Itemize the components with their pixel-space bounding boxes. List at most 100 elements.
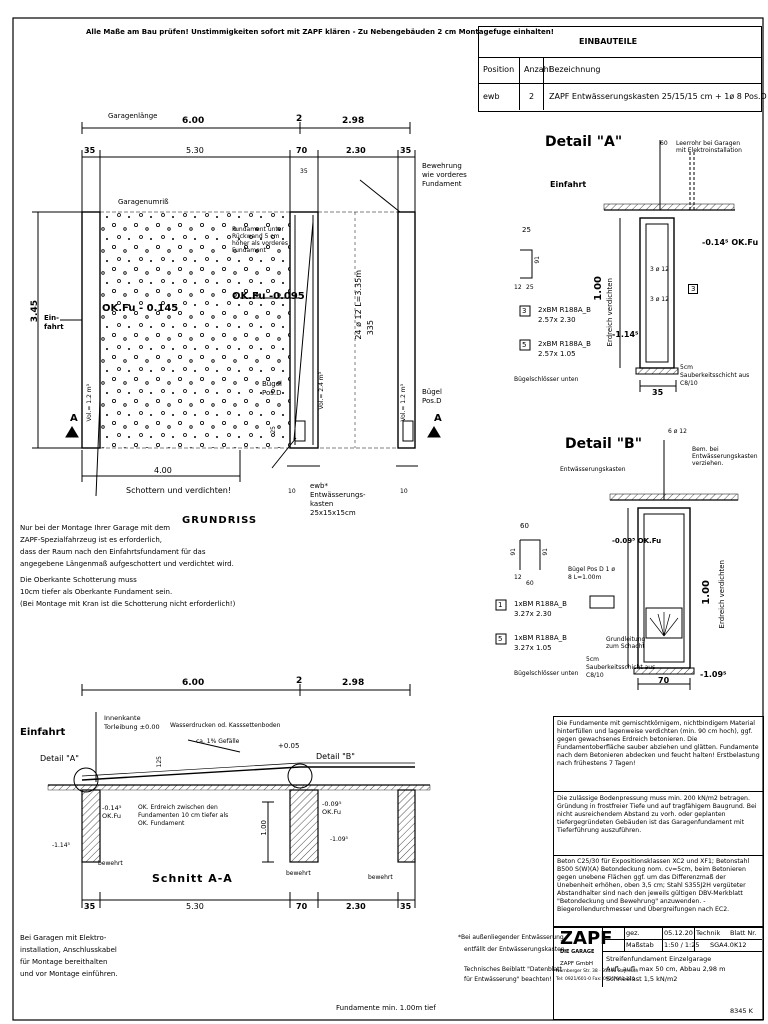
detail-b-shape-91b: 91 bbox=[542, 548, 549, 556]
ewb-footnote-line: *Bei außenliegender Entwässerung bbox=[458, 934, 564, 941]
plan-garagenumriss: Garagenumriß bbox=[118, 198, 169, 206]
detail-b-title: Detail "B" bbox=[565, 436, 642, 452]
ewb-footnote-line: Technisches Beiblatt "Datenblatt bbox=[464, 966, 562, 973]
notes-box: Die Fundamente mit gemischtkörnigem, nic… bbox=[553, 716, 764, 928]
section-note-line: für Montage bereithalten bbox=[20, 958, 108, 966]
plan-note-line: 10cm tiefer als Oberkante Fundament sein… bbox=[20, 588, 173, 596]
plan-dim-10a: 10 bbox=[288, 488, 296, 495]
parts-header-bezeichnung: Bezeichnung bbox=[549, 65, 601, 74]
detail-a-dim-114: -1.14⁵ bbox=[612, 330, 639, 339]
plan-buegel-left: Bügel Pos.D bbox=[262, 380, 282, 397]
plan-vol-left: Vol.= 1.2 m³ bbox=[86, 384, 93, 422]
tb-code: 8345 K bbox=[730, 1007, 753, 1015]
plan-note-line: ZAPF-Spezialfahrzeug ist es erforderlich… bbox=[20, 536, 163, 544]
plan-schottern: Schottern und verdichten! bbox=[126, 486, 232, 495]
title-block: gez. 05.12.20 Technik Blatt Nr. Maßstab … bbox=[553, 926, 764, 1020]
plan-title: GRUNDRISS bbox=[182, 515, 258, 526]
plan-vol-mid: Vol.= 2.4 m³ bbox=[318, 372, 325, 410]
plan-buegel-right: Bügel Pos.D bbox=[422, 388, 442, 405]
parts-table-title: EINBAUTEILE bbox=[579, 37, 638, 46]
detail-a-dim-35: 35 bbox=[652, 388, 664, 397]
tb-blatt-nr: SGA4.0K12 bbox=[710, 941, 747, 949]
plan-garagenlaenge: Garagenlänge bbox=[108, 112, 158, 120]
detail-a-einfahrt: Einfahrt bbox=[550, 180, 587, 189]
plan-einfahrt: Ein-fahrt bbox=[44, 314, 64, 331]
section-dim-125: 125 bbox=[156, 756, 163, 768]
plan-note-line: (Bei Montage mit Kran ist die Schotterun… bbox=[20, 600, 236, 608]
plan-bewehrung-note: Bewehrung wie vorderes Fundament bbox=[422, 162, 467, 188]
section-note-line: Bei Garagen mit Elektro- bbox=[20, 934, 107, 942]
section-okfu-left: -0.14⁵ OK.Fu bbox=[102, 804, 122, 820]
detail-b-pos1: 1 bbox=[498, 601, 503, 609]
detail-b-grund: Grundleitung zum Schacht bbox=[606, 636, 646, 650]
plan-dim-2: 2 bbox=[296, 114, 303, 124]
parts-cell-position: ewb bbox=[483, 92, 500, 101]
parts-cell-bezeichnung: ZAPF Entwässerungskasten 25/15/15 cm + 1… bbox=[549, 92, 767, 101]
parts-header-anzahl: Anzahl bbox=[524, 65, 551, 74]
plan-dim-70: 70 bbox=[296, 146, 308, 155]
tb-desc2: Aufl. aufl. max 50 cm, Abbau 2,98 m bbox=[606, 965, 726, 973]
detail-b-dim-100: 1.00 bbox=[701, 580, 712, 605]
section-bewehrt-2: bewehrt bbox=[286, 870, 311, 877]
tb-blatt-label: Blatt Nr. bbox=[730, 929, 757, 937]
detail-b-item1-l1: 1xBM R188A_B bbox=[514, 600, 567, 608]
section-title: Schnitt A-A bbox=[152, 872, 233, 885]
header-note: Alle Maße am Bau prüfen! Unstimmigkeiten… bbox=[86, 28, 554, 36]
ewb-footnote-line: für Entwässerung" beachten! bbox=[464, 976, 552, 983]
detail-a-pos-marker: 3 bbox=[688, 284, 699, 294]
tb-company: ZAPF GmbH bbox=[560, 961, 594, 967]
detail-b-shape-12: 12 bbox=[514, 574, 522, 581]
detail-b-entw: Entwässerungskasten bbox=[560, 466, 626, 473]
plan-vol-right: Vol.= 1.2 m³ bbox=[400, 384, 407, 422]
plan-ewb-note: ewb* Entwässerungs-kasten 25x15x15cm bbox=[310, 482, 366, 517]
section-bewehrt-3: bewehrt bbox=[368, 874, 393, 881]
section-dim-298: 2.98 bbox=[342, 678, 365, 688]
zapf-logo: ZAPF bbox=[560, 928, 613, 949]
section-dim-35-right: 35 bbox=[400, 902, 412, 911]
section-detail-b: Detail "B" bbox=[316, 752, 355, 761]
tb-gez-date: 05.12.20 bbox=[664, 929, 693, 937]
detail-a-dim-60: 60 bbox=[660, 140, 668, 147]
detail-a-sauberkeit: 5cm Sauberkeitsschicht aus C8/10 bbox=[680, 364, 750, 387]
section-dim-35-left: 35 bbox=[84, 902, 96, 911]
detail-a-pos5: 5 bbox=[522, 341, 527, 349]
section-dim-005: +0.05 bbox=[278, 742, 300, 750]
notes-block-3: Beton C25/30 für Expositionsklassen XC2 … bbox=[557, 858, 750, 913]
tb-desc3: Schneelast 1,5 kN/m2 bbox=[606, 975, 678, 983]
detail-a-shape-25: 25 bbox=[522, 226, 531, 234]
plan-dim-25a: 25 bbox=[270, 426, 277, 434]
tb-massstab-label: Maßstab bbox=[626, 941, 654, 949]
detail-b-shape-60b: 60 bbox=[526, 580, 534, 587]
detail-a-title: Detail "A" bbox=[545, 134, 623, 150]
detail-b-buegel-pos: Bügel Pos D 1 ø 8 L=1.00m bbox=[568, 566, 616, 581]
notes-block-2: Die zulässige Bodenpressung muss min. 20… bbox=[557, 795, 757, 834]
plan-dim-298: 2.98 bbox=[342, 116, 365, 126]
section-dim-230: 2.30 bbox=[346, 902, 366, 911]
plan-rebar-label: 24 ø 12 L=3.35m bbox=[354, 270, 363, 340]
detail-b-rebar-6x12: 6 ø 12 bbox=[668, 428, 687, 435]
detail-a-item5-l2: 2.57x 1.05 bbox=[538, 350, 576, 358]
detail-a-item3-l2: 2.57x 2.30 bbox=[538, 316, 576, 324]
detail-b-dim-109: -1.09⁵ bbox=[700, 670, 727, 679]
plan-dim-400: 4.00 bbox=[154, 466, 172, 475]
plan-note-line: angegebene Längenmaß aufgeschottert und … bbox=[20, 560, 234, 568]
section-bewehrt-1: bewehrt bbox=[98, 860, 123, 867]
detail-b-dim-70: 70 bbox=[658, 676, 670, 685]
plan-dim-345: 3.45 bbox=[30, 300, 40, 323]
detail-b-sauberkeit: 5cm Sauberkeitsschicht aus C8/10 bbox=[586, 656, 656, 679]
plan-note-line: Die Oberkante Schotterung muss bbox=[20, 576, 137, 584]
section-dim-2: 2 bbox=[296, 676, 303, 686]
detail-a-item5-l1: 2xBM R188A_B bbox=[538, 340, 591, 348]
plan-dim-600: 6.00 bbox=[182, 116, 205, 126]
section-note-line: und vor Montage einführen. bbox=[20, 970, 118, 978]
detail-a-item3-l1: 2xBM R188A_B bbox=[538, 306, 591, 314]
section-dim-600: 6.00 bbox=[182, 678, 205, 688]
notes-block-1: Die Fundamente mit gemischtkörnigem, nic… bbox=[557, 720, 760, 767]
section-okfu-mid: -0.09⁵ OK.Fu bbox=[322, 800, 342, 816]
zapf-logo-sub: DIE GARAGE bbox=[560, 949, 595, 955]
detail-a-shape-91: 91 bbox=[534, 256, 541, 264]
detail-b-shape-60: 60 bbox=[520, 522, 529, 530]
plan-dim-230: 2.30 bbox=[346, 146, 366, 155]
plan-section-a-right: A bbox=[434, 413, 442, 424]
